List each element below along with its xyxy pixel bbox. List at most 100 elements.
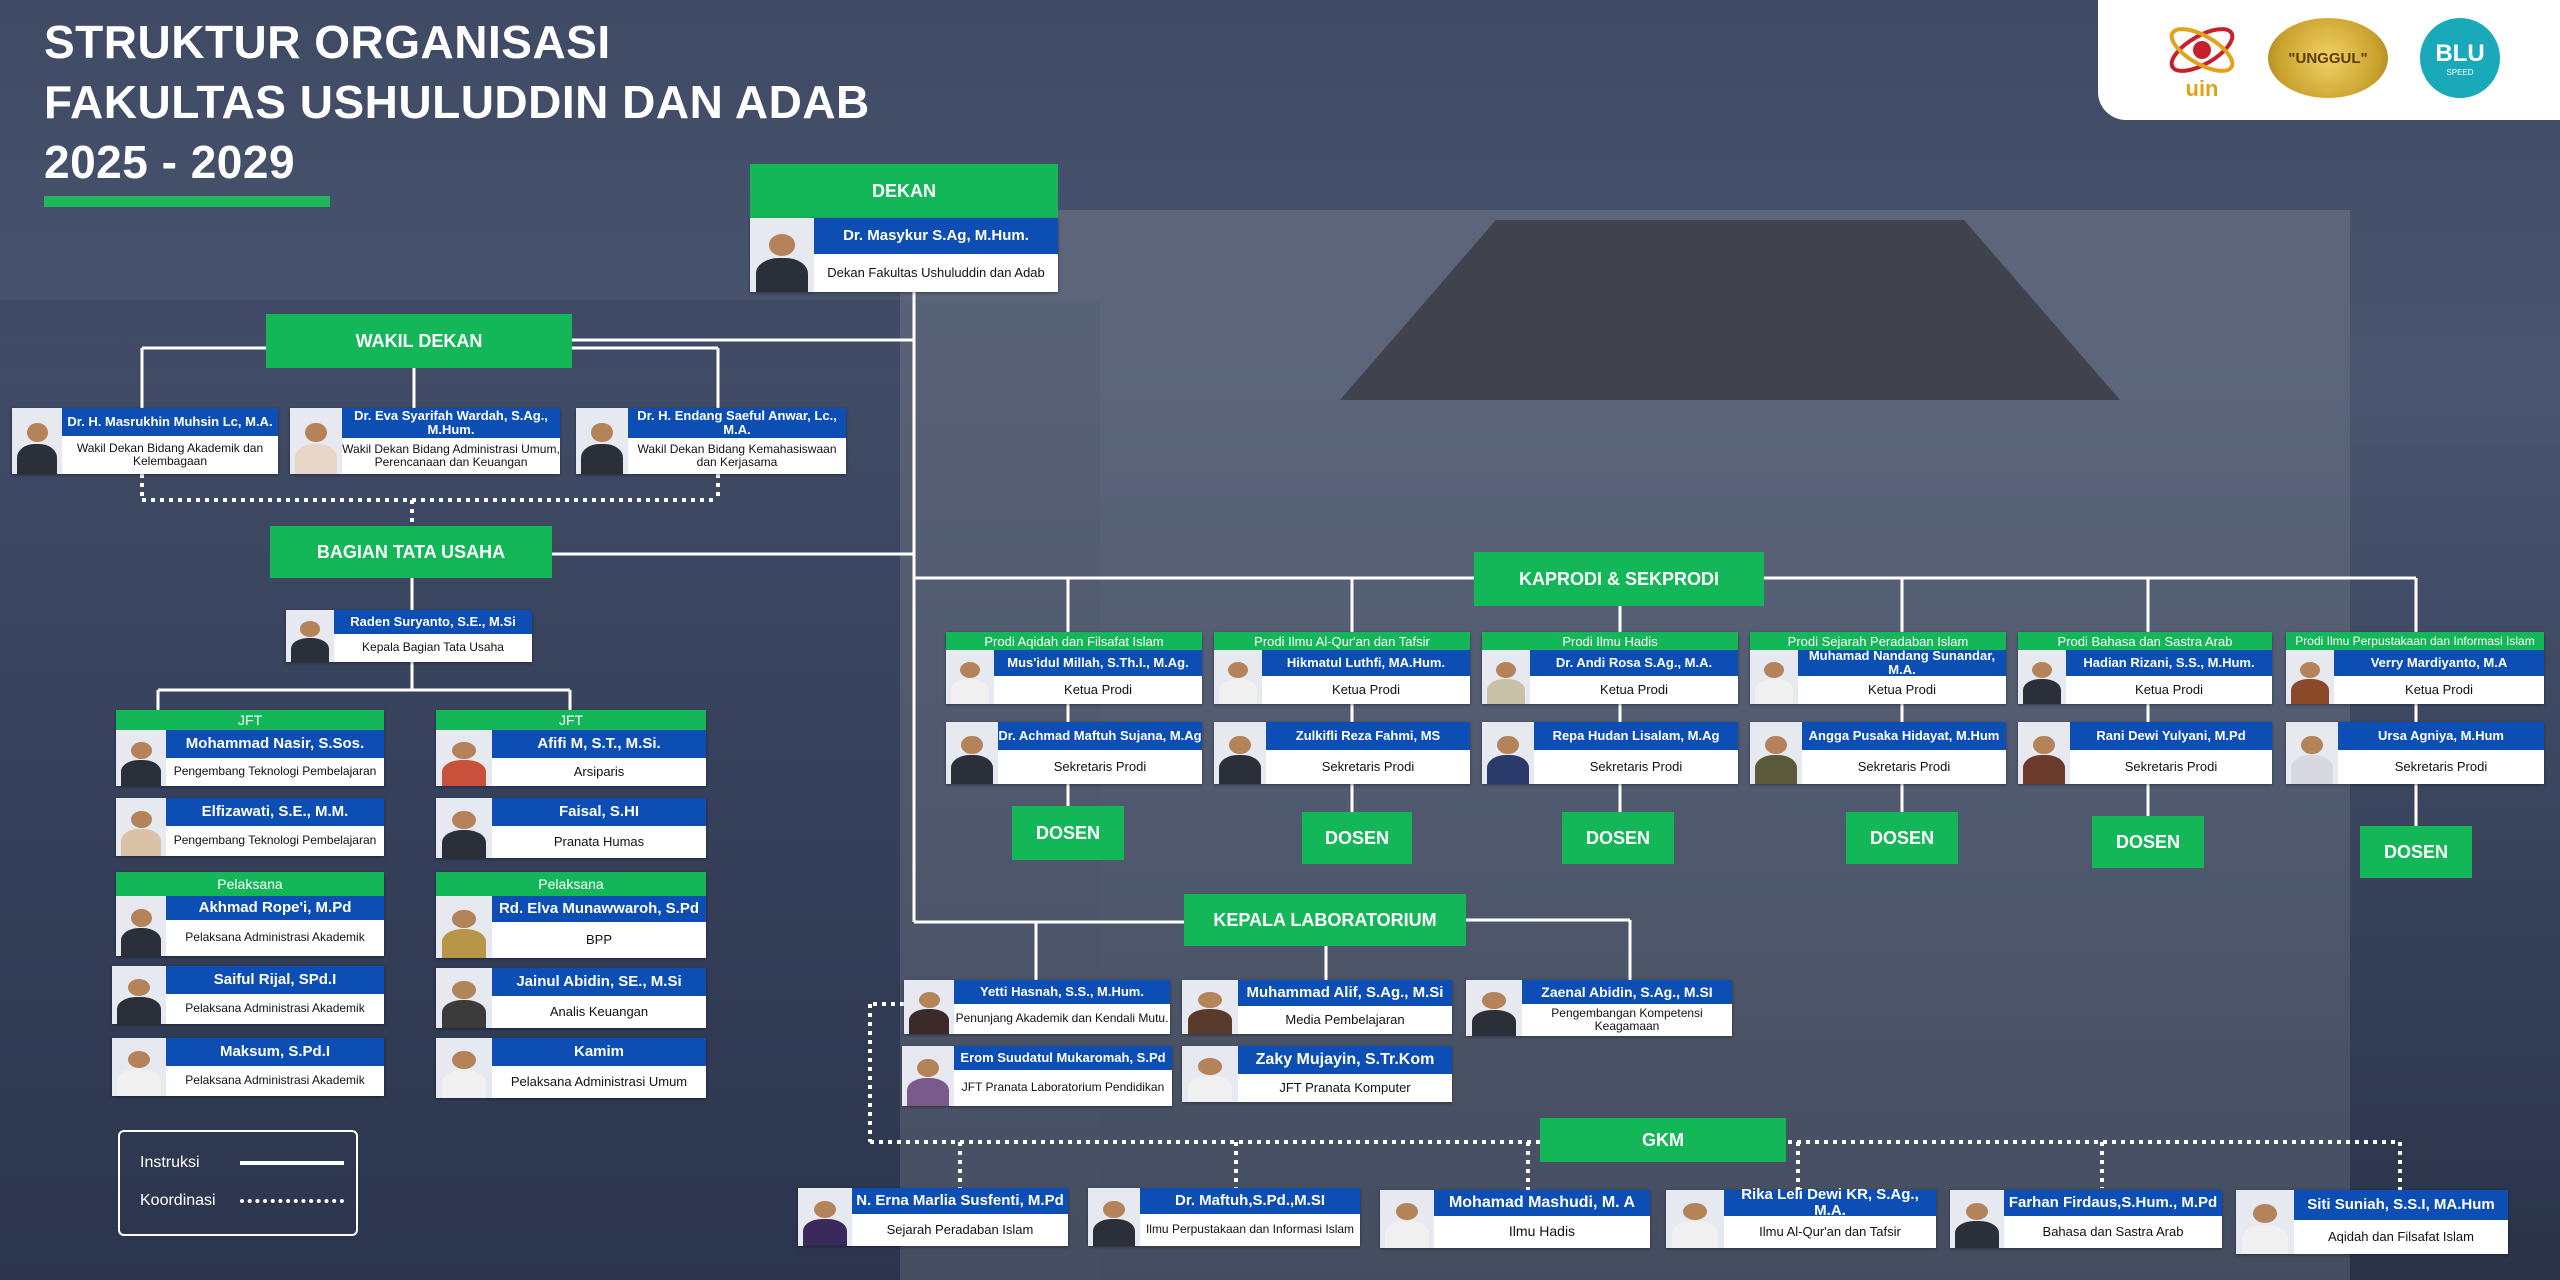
wakil-dekan-label: WAKIL DEKAN (266, 314, 572, 368)
prodi-ketua-name: Dr. Andi Rosa S.Ag., M.A. (1530, 650, 1738, 676)
dosen-box: DOSEN (1012, 806, 1124, 860)
prodi-sekretaris-name: Angga Pusaka Hidayat, M.Hum (1802, 722, 2006, 750)
prodi-photo (1750, 650, 1798, 704)
prodi-sekretaris-label: Sekretaris Prodi (1053, 758, 1147, 774)
gkm-name: N. Erna Marlia Susfenti, M.Pd (852, 1188, 1068, 1214)
prodi-ketua-card: Prodi Aqidah dan Filsafat Islam Mus'idul… (946, 632, 1202, 704)
gkm-photo (1666, 1190, 1724, 1248)
gkm-name: Dr. Maftuh,S.Pd.,M.SI (1140, 1188, 1360, 1214)
gkm-card: Mohamad Mashudi, M. A Ilmu Hadis (1380, 1190, 1650, 1248)
dosen-box: DOSEN (1302, 812, 1412, 864)
prodi-photo (946, 650, 994, 704)
staff-position: Pengembang Teknologi Pembelajaran (173, 764, 377, 779)
gkm-position: Ilmu Al-Qur'an dan Tafsir (1759, 1223, 1901, 1239)
prodi-sekretaris-label: Sekretaris Prodi (1321, 758, 1415, 774)
staff-position: Pelaksana Administrasi Akademik (185, 930, 365, 945)
prodi-ketua-name: Verry Mardiyanto, M.A (2334, 650, 2544, 676)
prodi-photo (2018, 722, 2070, 784)
lab-photo (1182, 980, 1238, 1034)
gkm-card: Siti Suniah, S.S.I, MA.Hum Aqidah dan Fi… (2236, 1190, 2508, 1254)
prodi-sekretaris-card: Rani Dewi Yulyani, M.Pd Sekretaris Prodi (2018, 722, 2272, 784)
prodi-ketua-name: Muhamad Nandang Sunandar, M.A. (1798, 649, 2006, 676)
prodi-ketua-label: Ketua Prodi (1600, 681, 1668, 697)
prodi-ketua-name: Mus'idul Millah, S.Th.I., M.Ag. (994, 650, 1202, 676)
staff-card: Maksum, S.Pd.I Pelaksana Administrasi Ak… (112, 1038, 384, 1096)
logo-panel: uin "UNGGUL" BLU SPEED (2098, 0, 2560, 120)
staff-name: Jainul Abidin, SE., M.Si (492, 968, 706, 996)
staff-photo (116, 730, 166, 786)
wakil-dekan-name: Dr. H. Endang Saeful Anwar, Lc., M.A. (628, 408, 846, 438)
gkm-photo (798, 1188, 852, 1246)
prodi-caption: Prodi Ilmu Al-Qur'an dan Tafsir (1214, 632, 1470, 650)
prodi-ketua-card: Prodi Ilmu Perpustakaan dan Informasi Is… (2286, 632, 2544, 704)
prodi-ketua-card: Prodi Sejarah Peradaban Islam Muhamad Na… (1750, 632, 2006, 704)
wakil-dekan-photo (12, 408, 62, 474)
page-title: STRUKTUR ORGANISASI FAKULTAS USHULUDDIN … (44, 12, 870, 192)
gkm-label: GKM (1540, 1118, 1786, 1162)
tata-usaha-head-name: Raden Suryanto, S.E., M.Si (334, 610, 532, 634)
gkm-name: Rika Leli Dewi KR, S.Ag., M.A. (1724, 1187, 1936, 1218)
staff-card: Pelaksana Rd. Elva Munawwaroh, S.Pd BPP (436, 872, 706, 958)
prodi-photo (946, 722, 998, 784)
wakil-dekan-photo (576, 408, 628, 474)
prodi-ketua-label: Ketua Prodi (1868, 681, 1936, 697)
title-line-2: FAKULTAS USHULUDDIN DAN ADAB (44, 76, 870, 128)
prodi-photo (1482, 722, 1534, 784)
prodi-caption: Prodi Ilmu Perpustakaan dan Informasi Is… (2286, 632, 2544, 650)
gkm-name: Siti Suniah, S.S.I, MA.Hum (2294, 1190, 2508, 1220)
unggul-logo: "UNGGUL" (2268, 18, 2388, 98)
legend-koordinasi-label: Koordinasi (140, 1192, 216, 1209)
gkm-name: Mohamad Mashudi, M. A (1434, 1190, 1650, 1216)
prodi-sekretaris-label: Sekretaris Prodi (1857, 758, 1951, 774)
gkm-photo (1380, 1190, 1434, 1248)
prodi-sekretaris-name: Dr. Achmad Maftuh Sujana, M.Ag (998, 722, 1202, 750)
gkm-photo (1950, 1190, 2004, 1248)
wakil-dekan-card: Dr. Eva Syarifah Wardah, S.Ag., M.Hum. W… (290, 408, 560, 474)
lab-photo (904, 980, 954, 1034)
prodi-sekretaris-card: Angga Pusaka Hidayat, M.Hum Sekretaris P… (1750, 722, 2006, 784)
gkm-position: Ilmu Hadis (1508, 1223, 1576, 1240)
lab-card: Zaenal Abidin, S.Ag., M.SI Pengembangan … (1466, 980, 1732, 1036)
lab-photo (902, 1046, 954, 1106)
jft-caption: JFT (116, 710, 384, 730)
uin-logo: uin (2164, 14, 2240, 104)
lab-card: Yetti Hasnah, S.S., M.Hum. Penunjang Aka… (904, 980, 1170, 1034)
staff-photo (436, 730, 492, 786)
uin-logo-text: uin (2185, 76, 2219, 101)
dosen-box: DOSEN (1846, 812, 1958, 864)
staff-name: Maksum, S.Pd.I (166, 1038, 384, 1066)
gkm-position: Ilmu Perpustakaan dan Informasi Islam (1145, 1222, 1355, 1237)
prodi-caption: Prodi Sejarah Peradaban Islam (1750, 632, 2006, 650)
prodi-sekretaris-card: Repa Hudan Lisalam, M.Ag Sekretaris Prod… (1482, 722, 1738, 784)
title-line-3: 2025 - 2029 (44, 136, 296, 188)
staff-card: JFT Mohammad Nasir, S.Sos. Pengembang Te… (116, 710, 384, 786)
staff-photo (436, 896, 492, 958)
lab-position: JFT Pranata Laboratorium Pendidikan (961, 1080, 1165, 1095)
staff-name: Kamim (492, 1038, 706, 1066)
prodi-sekretaris-card: Zulkifli Reza Fahmi, MS Sekretaris Prodi (1214, 722, 1470, 784)
staff-name: Mohammad Nasir, S.Sos. (166, 730, 384, 758)
gkm-card: Dr. Maftuh,S.Pd.,M.SI Ilmu Perpustakaan … (1088, 1188, 1360, 1246)
lab-label: KEPALA LABORATORIUM (1184, 894, 1466, 946)
lab-name: Zaenal Abidin, S.Ag., M.SI (1522, 980, 1732, 1004)
prodi-photo (2018, 650, 2066, 704)
staff-position: Pelaksana Administrasi Akademik (185, 1001, 365, 1016)
title-underline (44, 196, 330, 207)
lab-photo (1466, 980, 1522, 1036)
prodi-photo (1214, 722, 1266, 784)
staff-name: Rd. Elva Munawwaroh, S.Pd (492, 896, 706, 922)
wakil-dekan-position: Wakil Dekan Bidang Kemahasiswaan dan Ker… (637, 441, 837, 469)
prodi-ketua-label: Ketua Prodi (1064, 681, 1132, 697)
staff-position: BPP (585, 931, 612, 947)
gkm-position: Bahasa dan Sastra Arab (2042, 1223, 2184, 1239)
staff-position: Analis Keuangan (549, 1003, 649, 1019)
lab-name: Yetti Hasnah, S.S., M.Hum. (954, 980, 1170, 1004)
prodi-sekretaris-label: Sekretaris Prodi (2124, 758, 2218, 774)
blu-logo-subtext: SPEED (2446, 67, 2474, 77)
pelaksana-caption: Pelaksana (436, 872, 706, 896)
dosen-box: DOSEN (1562, 812, 1674, 864)
prodi-sekretaris-label: Sekretaris Prodi (2394, 758, 2488, 774)
dekan-name: Dr. Masykur S.Ag, M.Hum. (814, 218, 1058, 254)
staff-card: Kamim Pelaksana Administrasi Umum (436, 1038, 706, 1098)
wakil-dekan-position: Wakil Dekan Bidang Administrasi Umum, Pe… (342, 441, 560, 469)
